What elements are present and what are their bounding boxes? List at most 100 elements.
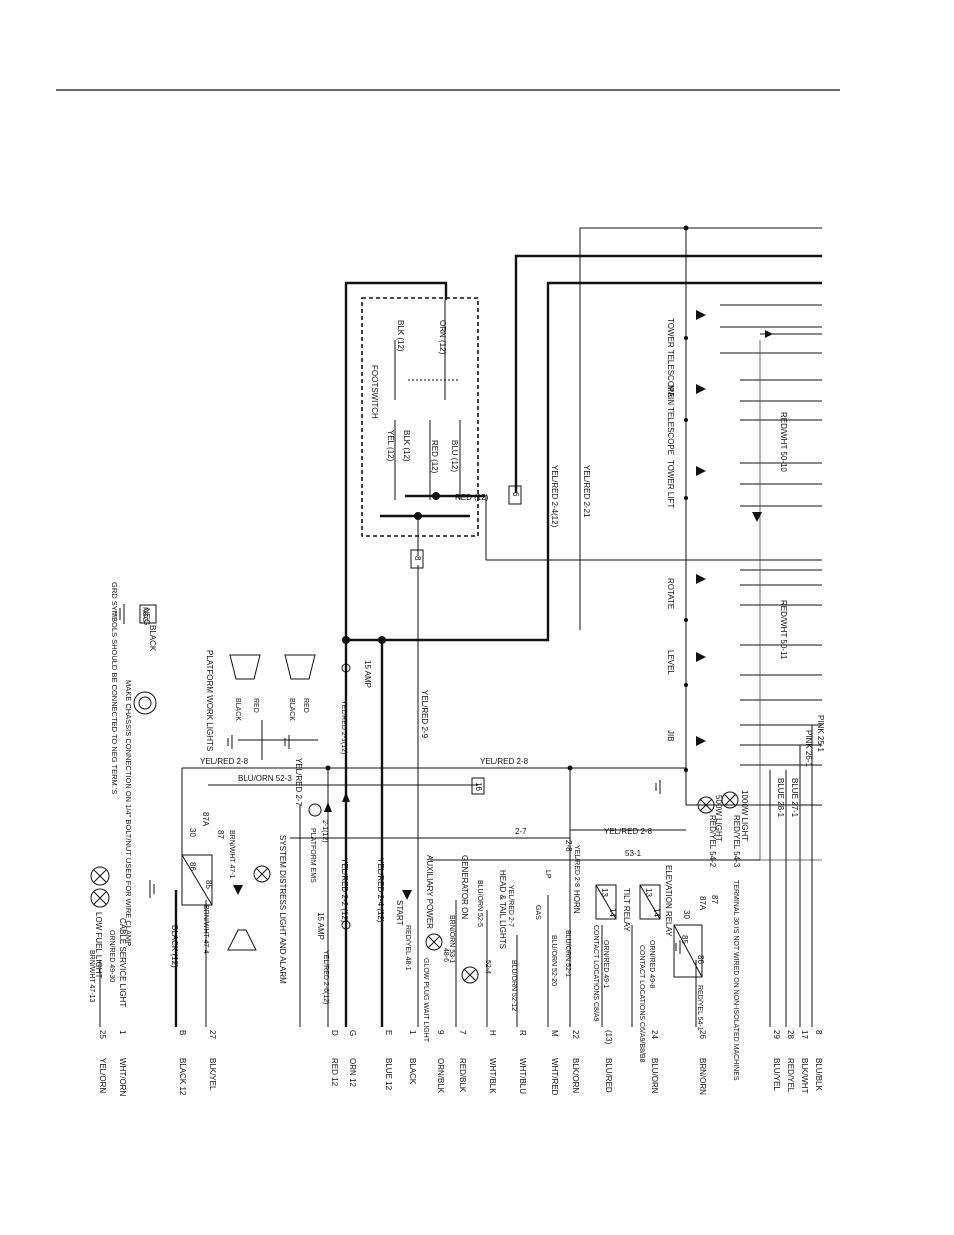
term-g: G [348, 1030, 357, 1036]
color-blue-12: BLUE 12 [384, 1058, 393, 1091]
term-13: (13) [604, 1030, 613, 1045]
label-red-yel-54-1: RED/YEL 54-1 [696, 985, 703, 1031]
label-black-12: BLACK (12) [170, 925, 179, 968]
color-red-12: RED 12 [330, 1058, 339, 1087]
pin-87b: 87 [710, 895, 719, 904]
term-26: 26 [698, 1030, 707, 1039]
terminal-leads [99, 725, 813, 1027]
term-29: 29 [772, 1030, 781, 1039]
term-24: 24 [650, 1030, 659, 1039]
term-e: E [384, 1030, 393, 1035]
label-blu-orn-52-1: BLU/ORN 52-1 [564, 930, 571, 977]
pin-86: 86 [188, 862, 197, 871]
label-53-1: 53-1 [625, 849, 642, 858]
wire-color-labels: BLU/BLK BLK/WHT RED/YEL BLU/YEL BRN/ORN … [98, 1058, 823, 1096]
label-terminal-30-note: TERMINAL 30 IS NOT WIRED ON NON-ISOLATED… [732, 880, 739, 1081]
label-low-fuel: LOW FUEL LIGHT [94, 912, 103, 978]
label-yel-red-2-7b: YEL/RED 2-7 [507, 885, 514, 927]
pin-87ab: 87A [698, 896, 707, 911]
label-2-7: 2-7 [515, 827, 527, 836]
label-red-a: RED [252, 698, 259, 713]
color-wht-red: WHT/RED [550, 1058, 559, 1096]
pin-30a: 30 [188, 828, 197, 837]
label-blu-12: BLU (12) [450, 440, 459, 472]
label-red-wht-50-11: RED/WHT 50-11 [779, 600, 788, 660]
label-footswitch: FOOTSWITCH [370, 365, 379, 419]
label-pink-26-1: PINK 26-1 [804, 730, 813, 767]
term-r: R [518, 1030, 527, 1036]
label-1000w-light: 1000W LIGHT [740, 790, 749, 841]
label-blue-27-1: BLUE 27-1 [790, 778, 799, 818]
box-6: 6 [511, 492, 520, 497]
label-500w-light: 500W LIGHT [714, 795, 723, 842]
label-red-yel-54-2: RED/YEL 54-2 [708, 815, 717, 868]
label-grd-note: GRD SYMBOLS SHOULD BE CONNECTED TO NEG T… [110, 582, 119, 794]
term-8: 8 [814, 1030, 823, 1035]
label-red-12b: RED (12) [455, 493, 489, 502]
label-blu-orn-52-20: BLU/ORN 52-20 [550, 935, 557, 986]
label-blu-orn-52-5: BLU/ORN 52-5 [476, 880, 483, 927]
box-16: 16 [474, 782, 483, 791]
pin-14b: 14 [608, 908, 617, 917]
label-yel-red-2-9: YEL/RED 2-9 [420, 690, 429, 739]
label-brn-wht-47-13: BRN/WHT 47-13 [88, 950, 95, 1002]
color-blk-yel: BLK/YEL [208, 1058, 217, 1091]
pin-85b: 85 [680, 935, 689, 944]
label-yel-red-2-21: YEL/RED 2-21 [582, 465, 591, 518]
color-black-12: BLACK 12 [178, 1058, 187, 1096]
label-system-distress: SYSTEM DISTRESS LIGHT AND ALARM [278, 835, 287, 984]
label-start: START [395, 900, 404, 926]
label-yel-red-2-8a: YEL/RED 2-8 [200, 757, 249, 766]
label-2-1-12: 2-1(12) [321, 820, 328, 843]
lamps [90, 485, 739, 984]
pin-13b: 13 [600, 888, 609, 897]
label-yel-red-2-2-12: YEL/RED 2-2 (12) [340, 858, 349, 923]
pin-87: 87 [216, 830, 225, 839]
label-cable-serv: CABLE SERVICE LIGHT [118, 918, 127, 1007]
relays [181, 854, 703, 978]
label-48-6: 48-6 [442, 948, 449, 962]
label-15-amp-b: 15 AMP [316, 912, 325, 940]
terminal-numbers: 8 17 28 29 26 24 (13) 22 M R H 7 9 1 E G… [98, 1030, 823, 1045]
rotated-labels: TOWER TELESCOPE MAIN TELESCOPE TOWER LIF… [88, 318, 825, 1081]
relay-pin-labels: 30 87A 87 86 85 30 87 87A 85 86 13 14 13… [188, 812, 719, 964]
color-orn-12: ORN 12 [348, 1058, 357, 1087]
top-buses [514, 225, 822, 805]
label-jib: JIB [666, 730, 675, 742]
pin-87a: 87A [201, 812, 210, 827]
label-elevation-relay: ELEVATION RELAY [664, 865, 673, 937]
label-orn-red-49-8: ORN/RED 49-8 [648, 940, 655, 988]
label-blu-orn-52-12: BLU/ORN 52-12 [510, 960, 517, 1011]
label-rotate: ROTATE [666, 578, 675, 609]
label-blk-12a: BLK (12) [396, 320, 405, 352]
label-pink-25-1: PINK 25-1 [816, 715, 825, 752]
label-main-telescope: MAIN TELESCOPE [666, 385, 675, 455]
label-red-b: RED [302, 698, 309, 713]
label-contact-loc-2: CONTACT LOCATIONS C8/A9 [592, 925, 599, 1022]
term-m: M [550, 1030, 559, 1037]
term-25: 25 [98, 1030, 107, 1039]
label-yel-red-2-8c: YEL/RED 2-8 [604, 827, 653, 836]
label-tilt-relay: TILT RELAY [622, 888, 631, 932]
color-wht-blk: WHT/BLK [488, 1058, 497, 1094]
color-blu-red: BLU/RED [604, 1058, 613, 1093]
label-yel-red-2-4-12b: YEL/RED 2-4 (12) [376, 858, 385, 923]
label-yel-red-2-8d: YEL/RED 2-8 [573, 845, 580, 887]
label-blue-28-1: BLUE 28-1 [776, 778, 785, 818]
label-red-yel-48-1: RED/YEL 48-1 [404, 925, 411, 971]
footswitch-box [361, 297, 485, 556]
term-22: 22 [571, 1030, 580, 1039]
label-black-b: BLACK [288, 698, 295, 721]
label-aux-power: AUXILIARY POWER [425, 855, 434, 929]
label-lp: LP [544, 870, 551, 879]
box-neg: NEG [142, 608, 151, 625]
term-9: 9 [436, 1030, 445, 1035]
label-tower-telescope: TOWER TELESCOPE [666, 318, 675, 398]
label-platform-work-lights: PLATFORM WORK LIGHTS [205, 650, 214, 751]
term-28: 28 [786, 1030, 795, 1039]
color-blu-yel: BLU/YEL [772, 1058, 781, 1091]
term-d: D [330, 1030, 339, 1036]
term-h: H [488, 1030, 497, 1036]
color-yel-orn: YEL/ORN [98, 1058, 107, 1093]
label-generator-on: GENERATOR ON [460, 855, 469, 919]
